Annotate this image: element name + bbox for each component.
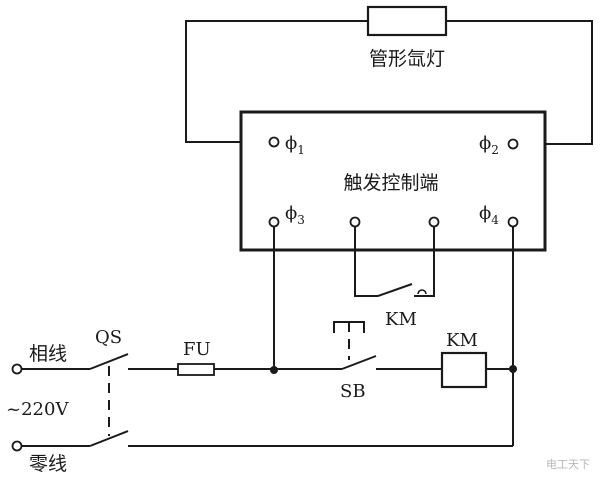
sb-contact-blade (341, 355, 377, 370)
controller-label: 触发控制端 (343, 172, 438, 194)
lamp-wire-left (185, 20, 368, 143)
terminal-phi3-label: ϕ3 (285, 203, 305, 227)
qs-blade-top (89, 353, 129, 370)
terminal-km-b (428, 216, 440, 228)
terminal-phi4 (507, 216, 519, 228)
lamp-wire-right (446, 20, 593, 145)
junction-phi4 (509, 365, 517, 373)
watermark: 电工天下 (546, 458, 590, 471)
terminal-phi3 (268, 216, 280, 228)
km-contact-hook (417, 289, 427, 295)
phase-label: 相线 (29, 343, 67, 365)
qs-label: QS (95, 327, 122, 348)
km-contact-blade (377, 283, 413, 297)
sb-label: SB (340, 381, 366, 402)
wire-km-contact-right (414, 226, 435, 297)
supply-voltage-label: ~220V (6, 399, 69, 420)
neutral-terminal (11, 440, 23, 452)
qs-blade-bottom (89, 430, 129, 447)
relay-coil-km (440, 351, 488, 389)
terminal-km-a (349, 216, 361, 228)
terminal-phi1-label: ϕ1 (285, 133, 305, 157)
terminal-phi2 (507, 138, 519, 150)
xenon-lamp (366, 5, 448, 37)
junction-phi3 (270, 366, 278, 374)
fuse-fu (177, 363, 215, 376)
km-contact-label: KM (385, 309, 417, 330)
relay-label: KM (446, 330, 478, 351)
wire-km-contact-left (354, 226, 378, 297)
phase-terminal (11, 363, 23, 375)
trigger-control-box (239, 110, 547, 252)
terminal-phi4-label: ϕ4 (479, 203, 499, 227)
lamp-label: 管形氙灯 (369, 48, 445, 70)
terminal-phi2-label: ϕ2 (479, 133, 499, 157)
neutral-label: 零线 (29, 453, 67, 475)
fuse-label: FU (183, 339, 211, 360)
terminal-phi1 (268, 136, 280, 148)
